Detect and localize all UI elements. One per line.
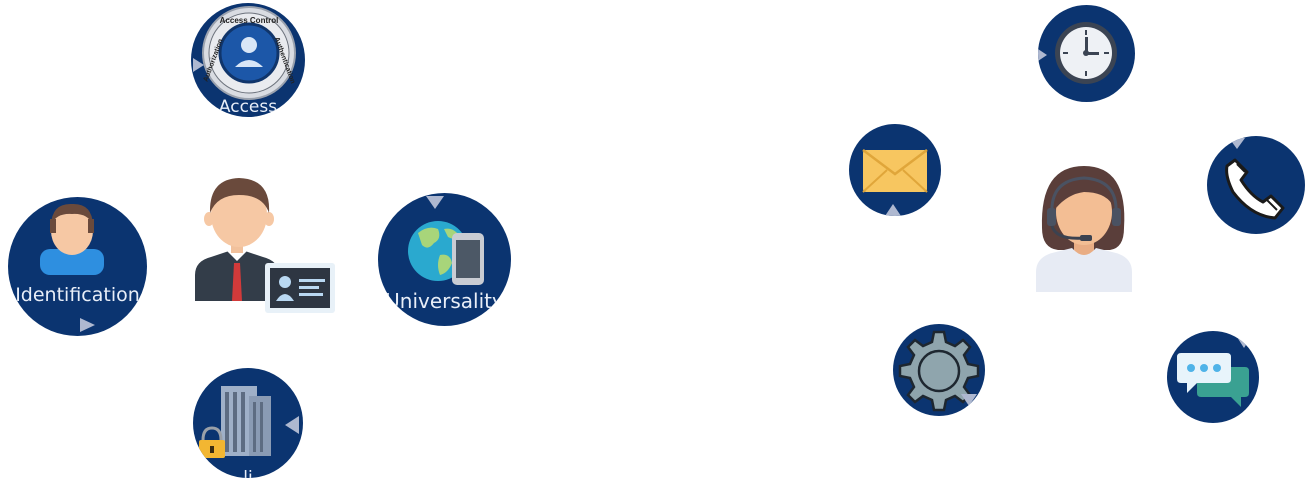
user-icon <box>40 203 104 275</box>
arrow-phone <box>1229 138 1245 149</box>
businessman-id-card-icon <box>195 178 335 313</box>
support-agent-headset-icon <box>1036 166 1132 292</box>
clock-icon <box>1055 22 1117 84</box>
arrow-settings <box>961 394 977 406</box>
arrow-building <box>285 416 299 434</box>
universality-node: Universality <box>378 193 511 326</box>
universality-label: Universality <box>385 289 504 313</box>
bottom-label: li <box>243 468 253 478</box>
email-node <box>849 124 941 216</box>
settings-node <box>893 324 985 416</box>
arrow-universality <box>426 196 444 209</box>
clock-node <box>1038 5 1135 102</box>
arrow-identification <box>80 318 95 332</box>
identification-label: Identification <box>15 284 140 306</box>
arrow-access <box>193 58 204 72</box>
building-lock-icon <box>199 386 271 458</box>
arrow-clock <box>1038 49 1047 61</box>
arrow-email <box>885 204 901 216</box>
phone-handset-icon <box>1225 158 1285 220</box>
phone-node <box>1207 136 1305 234</box>
arrow-chat <box>1237 337 1251 348</box>
access-control-node: Access Control Authorization Authenticat… <box>191 3 305 117</box>
gear-icon <box>898 330 980 412</box>
building-lock-node: li <box>193 368 303 478</box>
access-control-badge-icon: Access Control Authorization Authenticat… <box>202 6 296 100</box>
identification-node: Identification <box>8 197 147 336</box>
chat-node <box>1167 331 1259 423</box>
globe-phone-icon <box>408 221 484 285</box>
envelope-icon <box>862 149 928 193</box>
access-label: Access <box>218 97 278 117</box>
badge-text-top: Access Control <box>220 16 279 25</box>
chat-bubbles-icon <box>1177 353 1249 407</box>
